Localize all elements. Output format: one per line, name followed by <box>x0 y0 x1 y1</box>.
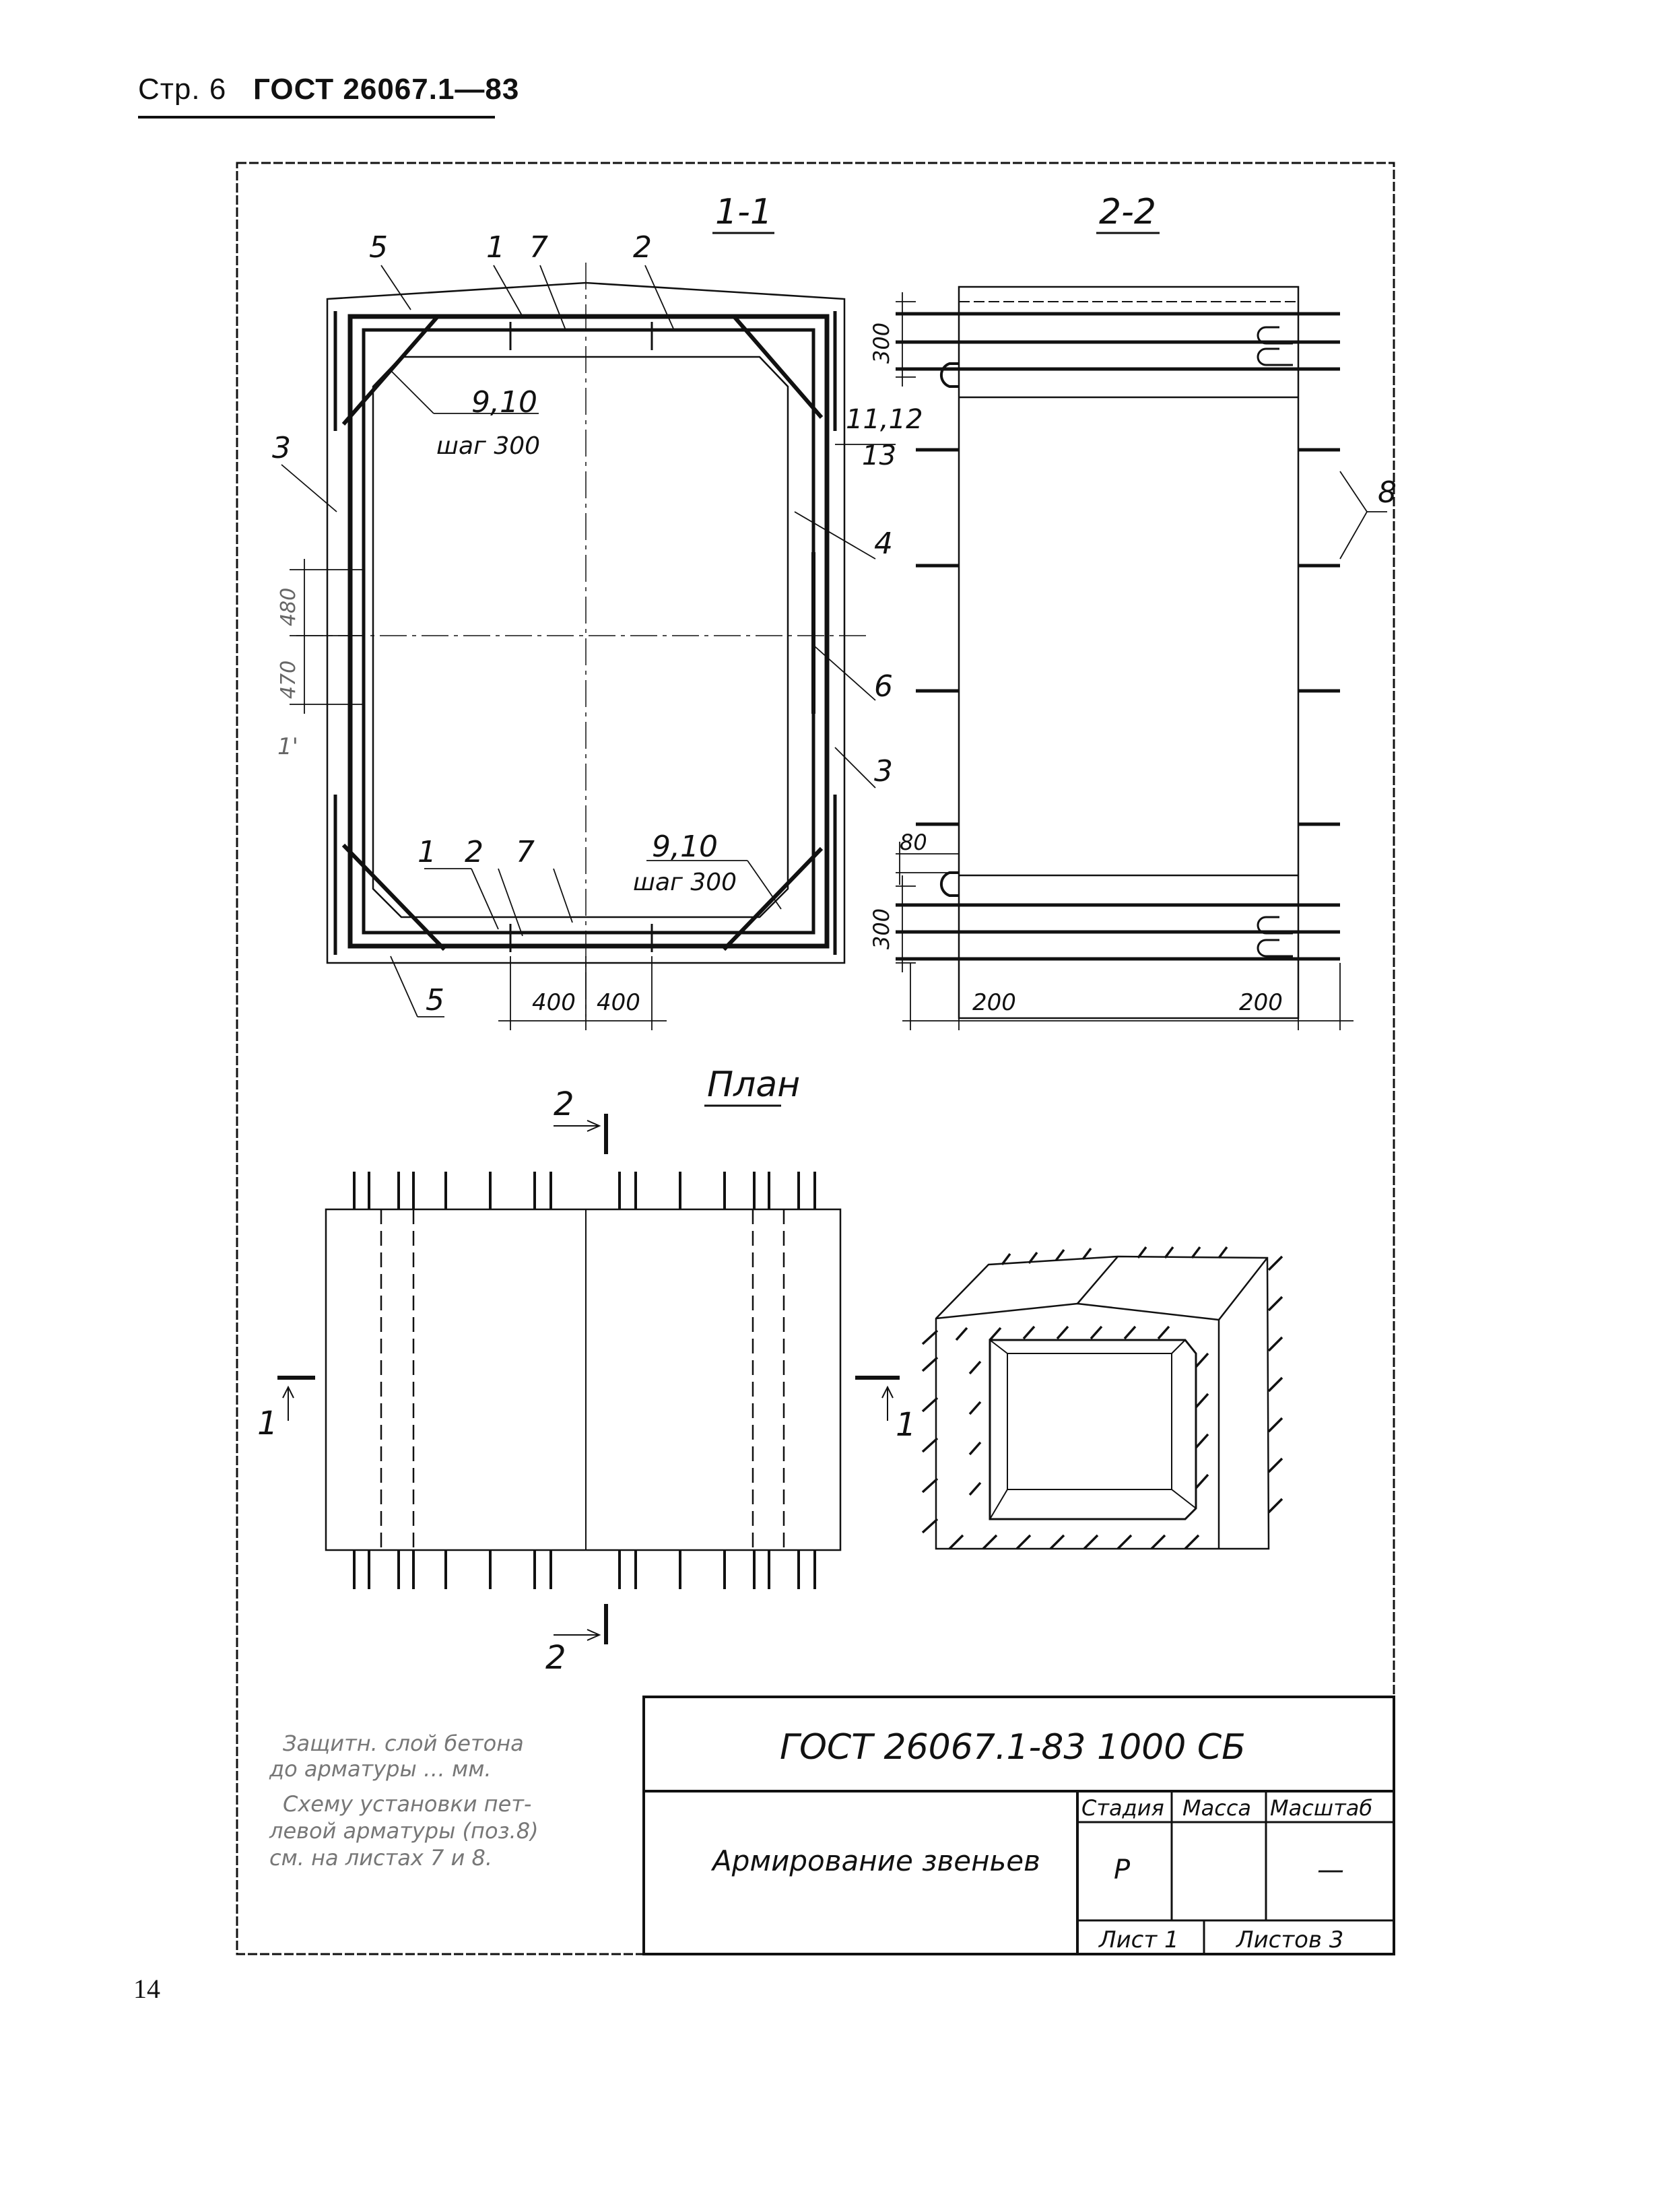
callout-1-bottom: 1 <box>418 835 436 869</box>
plan-cut-1-left: 1 <box>257 1405 278 1442</box>
callout-5-bottom: 5 <box>426 983 444 1017</box>
title-name: Армирование звеньев <box>710 1844 1040 1877</box>
callout-7-top: 7 <box>529 230 548 265</box>
note-line-4: левой арматуры (поз.8) <box>269 1818 539 1844</box>
section-1-1-drawing: 5 1 7 2 9,10 шаг 300 3 11,12 13 4 6 3 1'… <box>272 230 923 1030</box>
callout-4: 4 <box>874 527 893 561</box>
callout-2-top: 2 <box>633 230 652 265</box>
sheet-number: Лист 1 <box>1098 1926 1179 1953</box>
callout-3-right: 3 <box>874 754 893 789</box>
callout-step-bottom: шаг 300 <box>633 869 737 896</box>
plan-cut-2-bottom: 2 <box>545 1639 566 1677</box>
isometric-view <box>921 1246 1283 1550</box>
callout-6: 6 <box>874 669 893 704</box>
sheet-frame <box>236 162 1395 1955</box>
stage-value: Р <box>1114 1854 1131 1885</box>
dim-400-left: 400 <box>532 989 576 1016</box>
section-2-2-drawing: 8 80 200 200 300 300 <box>869 286 1397 1030</box>
dim-200-left: 200 <box>972 989 1016 1016</box>
dim-480: 480 <box>277 588 300 626</box>
dim-200-right: 200 <box>1239 989 1283 1016</box>
callout-3-left: 3 <box>272 431 291 465</box>
header-rule <box>138 116 495 119</box>
note-line-2: до арматуры … мм. <box>269 1756 492 1782</box>
title-block <box>642 1696 1395 1955</box>
dim-300-bottom: 300 <box>869 908 894 949</box>
dim-400-right: 400 <box>597 989 640 1016</box>
title-designation: ГОСТ 26067.1-83 1000 СБ <box>780 1727 1246 1768</box>
page-label: Стр. 6 <box>138 73 227 106</box>
scale-label: Масштаб <box>1270 1795 1372 1821</box>
page-number: 14 <box>133 1974 160 2004</box>
callout-9-10-bottom: 9,10 <box>652 830 718 864</box>
plan-cut-2-top: 2 <box>554 1085 574 1123</box>
standard-code: ГОСТ 26067.1—83 <box>253 73 520 106</box>
section-title-1-1: 1-1 <box>715 192 772 232</box>
plan-cut-1-right: 1 <box>896 1406 916 1444</box>
callout-5-top: 5 <box>369 230 388 265</box>
scale-value: — <box>1317 1854 1344 1885</box>
section-title-plan: План <box>707 1065 800 1105</box>
callout-8: 8 <box>1378 475 1397 510</box>
callout-2-bottom: 2 <box>465 835 483 869</box>
page-header: Стр. 6 ГОСТ 26067.1—83 <box>138 73 519 106</box>
dim-80: 80 <box>900 830 927 855</box>
callout-7-bottom: 7 <box>516 835 535 869</box>
dim-300-top: 300 <box>869 323 894 364</box>
note-line-5: см. на листах 7 и 8. <box>269 1845 492 1871</box>
callout-13: 13 <box>862 440 896 471</box>
callout-1-top: 1 <box>486 230 505 265</box>
section-title-2-2: 2-2 <box>1099 192 1156 232</box>
stage-label: Стадия <box>1081 1795 1164 1821</box>
mass-label: Масса <box>1182 1795 1251 1821</box>
callout-step-top: шаг 300 <box>436 432 540 460</box>
callout-11-12: 11,12 <box>846 404 923 435</box>
note-line-3: Схему установки пет- <box>283 1791 531 1817</box>
sheets-total: Листов 3 <box>1235 1926 1343 1953</box>
callout-left-low: 1' <box>277 733 298 760</box>
plan-drawing: 2 2 1 1 <box>257 1085 916 1677</box>
dim-470: 470 <box>277 661 300 699</box>
callout-9-10-top: 9,10 <box>471 385 537 420</box>
note-line-1: Защитн. слой бетона <box>283 1731 524 1756</box>
